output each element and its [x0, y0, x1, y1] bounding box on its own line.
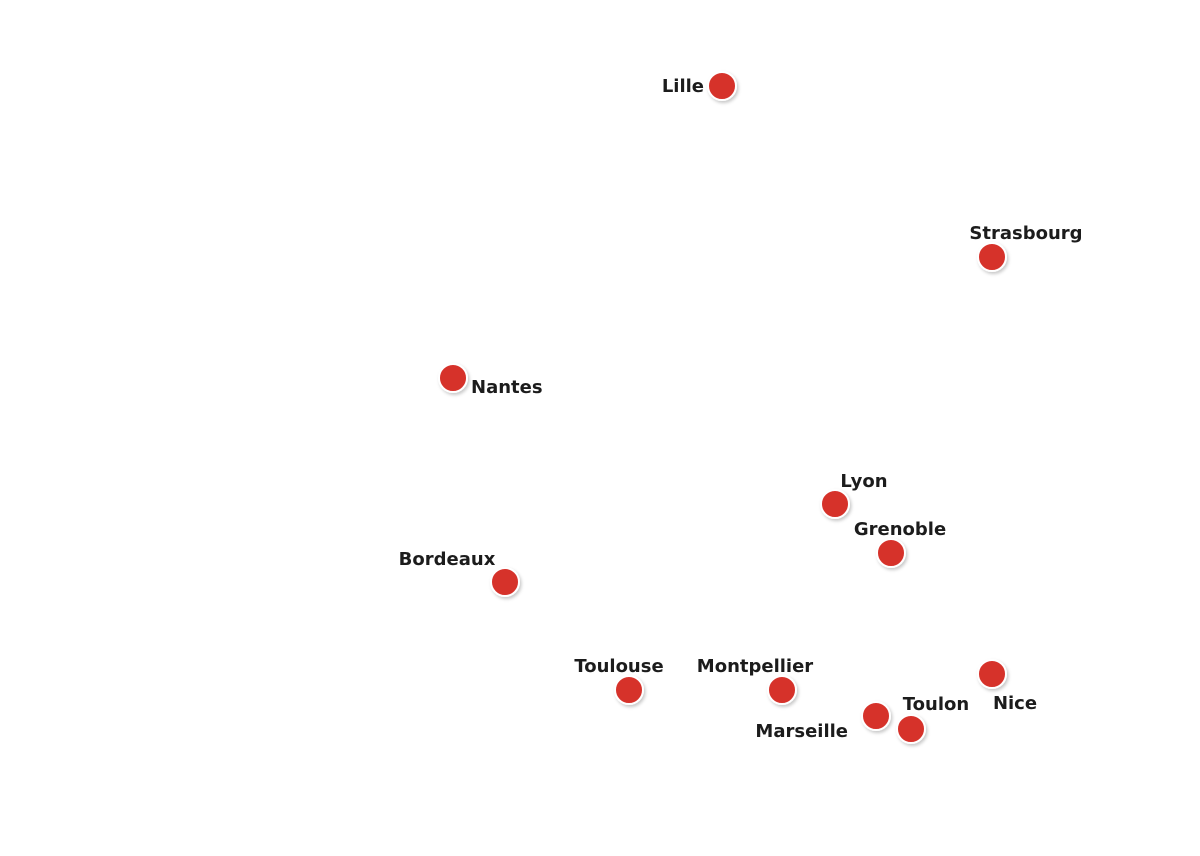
city-label-bordeaux: Bordeaux [399, 549, 496, 570]
city-label-toulon: Toulon [903, 694, 969, 715]
city-label-toulouse: Toulouse [574, 656, 663, 677]
city-marker-bordeaux[interactable] [490, 567, 520, 597]
city-marker-strasbourg[interactable] [977, 242, 1007, 272]
city-label-lille: Lille [662, 76, 704, 97]
city-label-lyon: Lyon [840, 471, 887, 492]
city-label-grenoble: Grenoble [854, 519, 946, 540]
city-label-nantes: Nantes [471, 377, 543, 398]
city-markers [438, 71, 1007, 744]
city-marker-nantes[interactable] [438, 363, 468, 393]
city-marker-toulon[interactable] [896, 714, 926, 744]
city-marker-grenoble[interactable] [876, 538, 906, 568]
city-marker-lille[interactable] [707, 71, 737, 101]
city-label-marseille: Marseille [755, 721, 848, 742]
city-marker-nice[interactable] [977, 659, 1007, 689]
city-marker-lyon[interactable] [820, 489, 850, 519]
city-marker-marseille[interactable] [861, 701, 891, 731]
city-label-montpellier: Montpellier [697, 656, 814, 677]
city-labels: LilleStrasbourgNantesLyonGrenobleBordeau… [399, 76, 1083, 742]
city-marker-montpellier[interactable] [767, 675, 797, 705]
city-label-strasbourg: Strasbourg [969, 223, 1082, 244]
city-marker-toulouse[interactable] [614, 675, 644, 705]
city-label-nice: Nice [993, 693, 1037, 714]
